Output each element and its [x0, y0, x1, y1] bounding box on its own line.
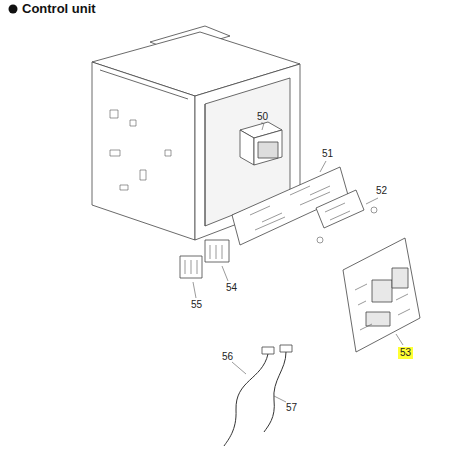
callout-number: 57 — [284, 402, 299, 414]
diagram-title: Control unit — [22, 2, 96, 15]
screw — [317, 237, 323, 243]
pcb-components — [250, 186, 330, 230]
leader-line — [262, 122, 263, 124]
relay — [372, 280, 392, 302]
relay — [392, 268, 408, 288]
callout-number: 55 — [189, 299, 204, 311]
leader-line — [232, 362, 246, 374]
housing-left-panel — [92, 62, 195, 240]
transformer-front — [254, 130, 282, 165]
pcb-52 — [316, 190, 364, 228]
title-bullet — [9, 5, 18, 14]
callout-number: 53 — [398, 347, 413, 359]
cable-56 — [224, 354, 268, 446]
leader-line — [274, 396, 286, 402]
callout-number: 50 — [255, 111, 270, 123]
pcb-components — [325, 203, 350, 220]
transformer-core — [258, 142, 278, 158]
cable-57 — [264, 352, 286, 432]
terminal-block-54 — [205, 240, 229, 262]
pcb-53 — [343, 238, 420, 352]
connector-56 — [262, 347, 274, 354]
housing-holes — [110, 110, 171, 190]
screw — [371, 207, 377, 213]
callout-number: 54 — [224, 282, 239, 294]
leader-line — [320, 161, 326, 172]
transformer-side — [240, 130, 254, 165]
leader-line — [193, 282, 196, 298]
housing-edge — [100, 70, 188, 99]
connector-57 — [280, 345, 292, 352]
callout-number: 52 — [374, 185, 389, 197]
pcb-components — [355, 284, 410, 330]
callout-number: 51 — [320, 148, 335, 160]
leader-line — [396, 334, 403, 345]
callout-number: 56 — [220, 351, 235, 363]
leader-line — [222, 266, 228, 281]
leader-line — [262, 123, 264, 130]
leader-line — [366, 198, 378, 204]
housing-edge — [205, 104, 206, 226]
terminal-screws — [185, 245, 222, 274]
capacitor-block — [366, 312, 390, 326]
